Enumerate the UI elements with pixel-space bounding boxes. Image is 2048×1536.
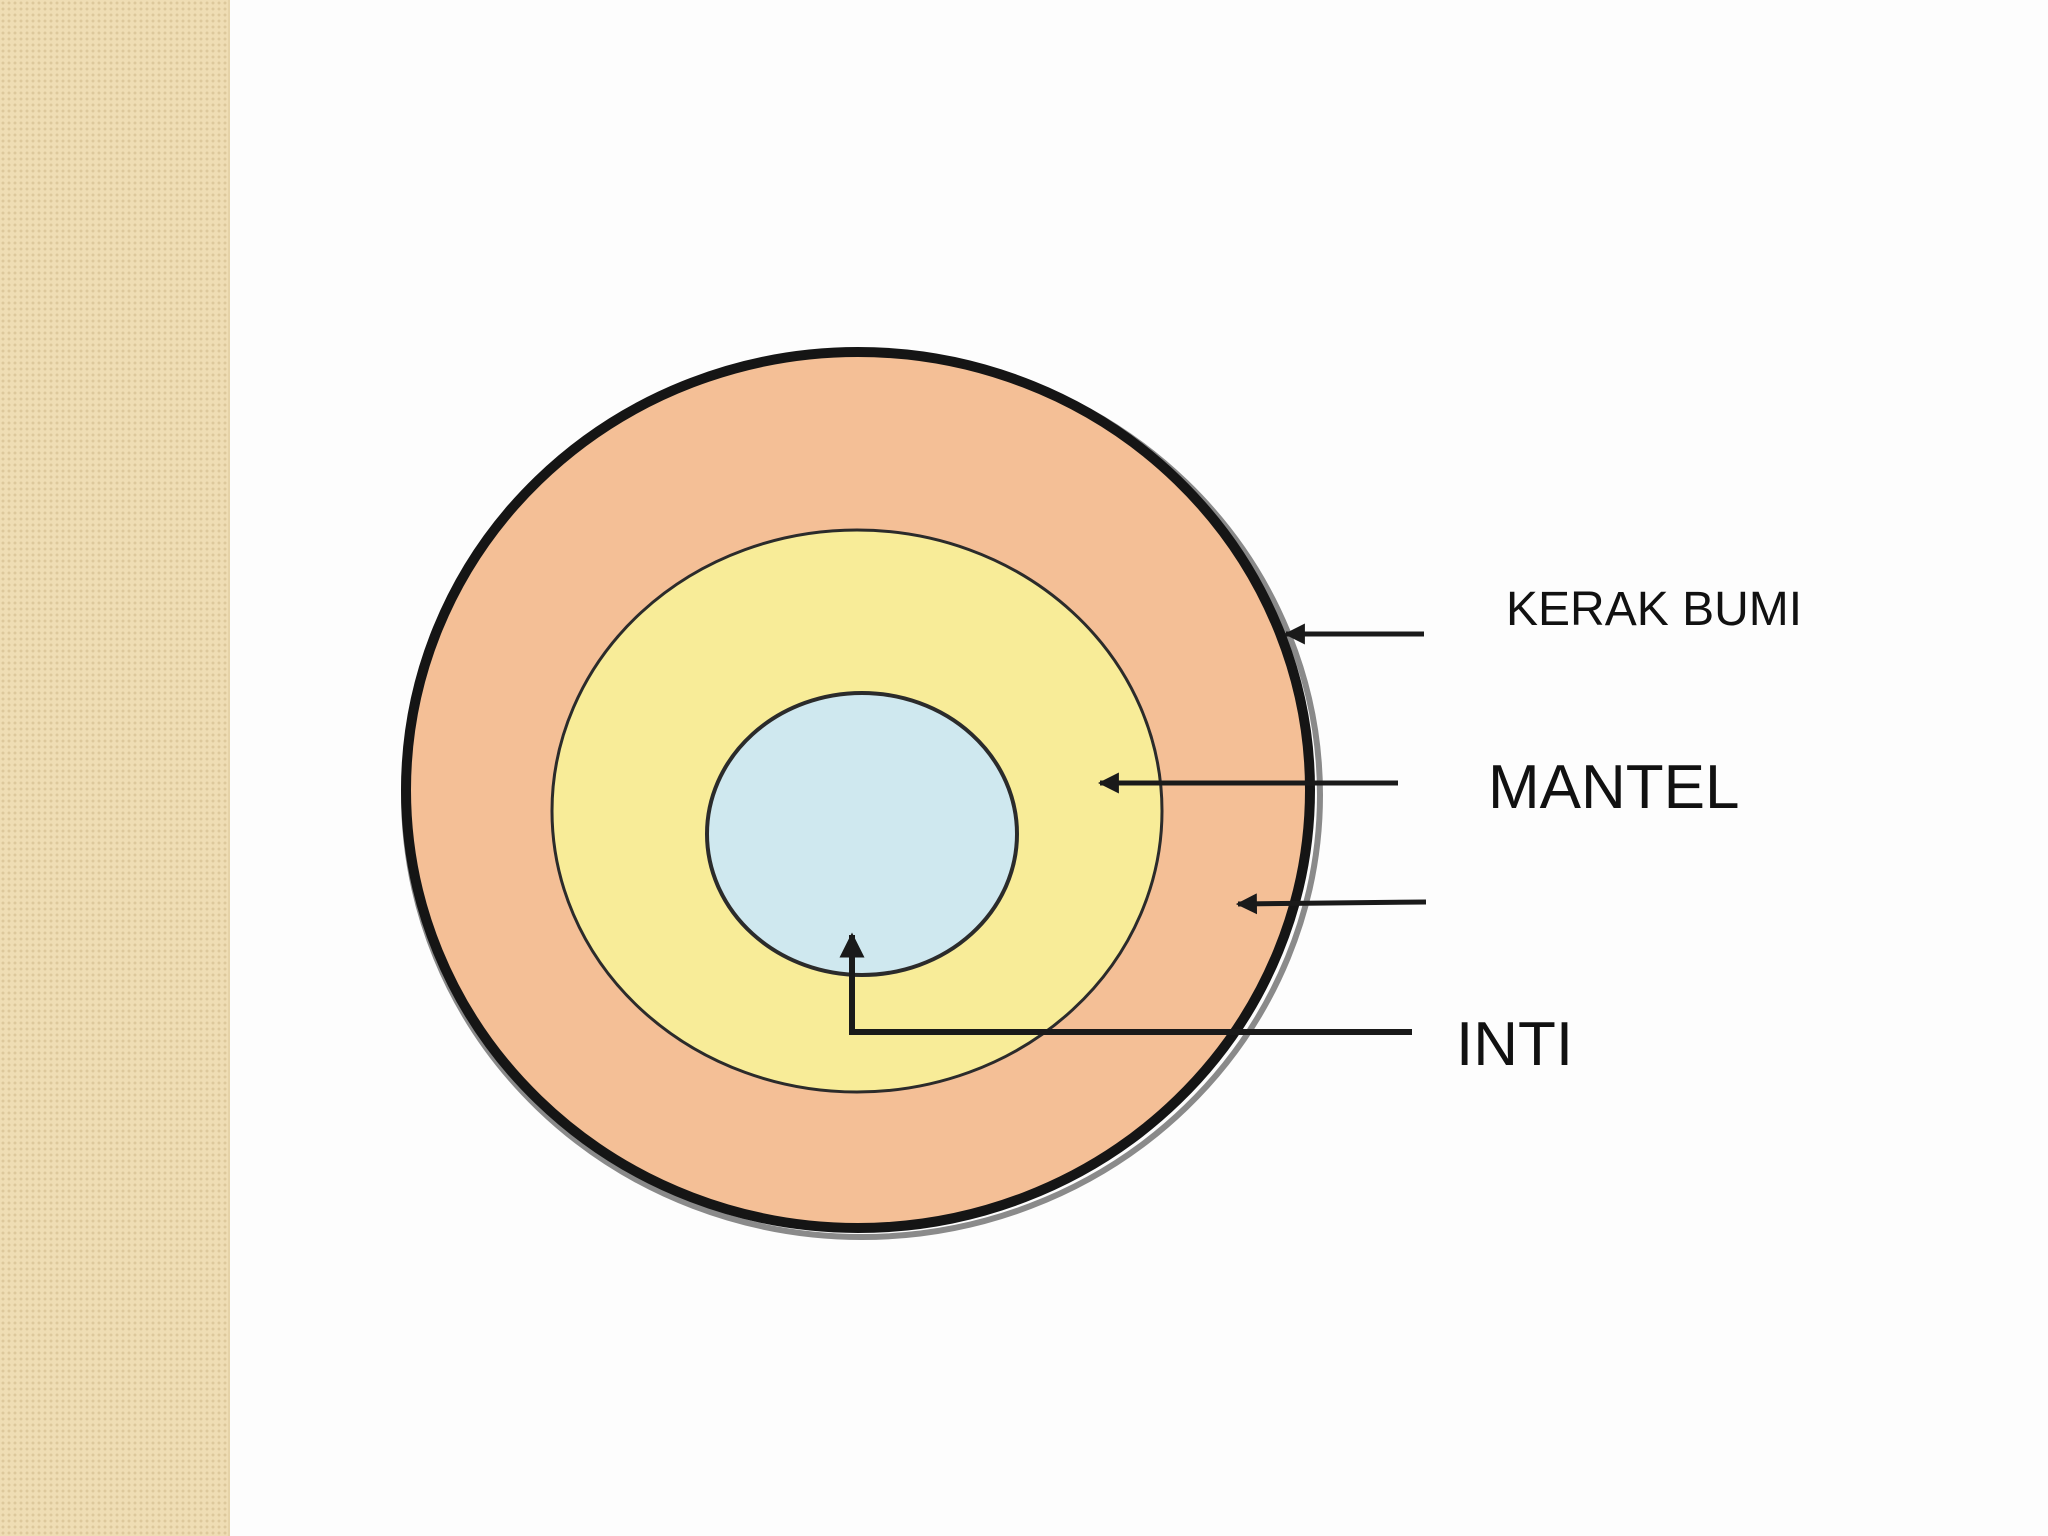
core-label: INTI (1456, 1010, 1574, 1079)
core-arrow (839, 932, 1412, 1035)
side-strip-edge (228, 0, 230, 1536)
decorative-side-strip (0, 0, 228, 1536)
crust-label: KERAK BUMI (1506, 583, 1803, 636)
mantle-label: MANTEL (1488, 753, 1740, 822)
core-layer (705, 691, 1019, 977)
outer-mantle-arrow (1235, 893, 1427, 915)
